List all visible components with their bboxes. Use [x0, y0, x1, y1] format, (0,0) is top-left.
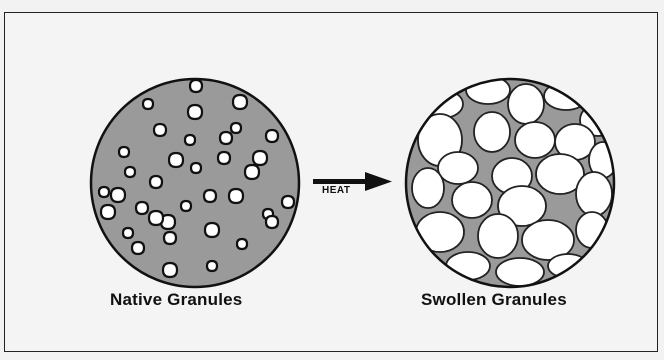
native-granule — [99, 187, 109, 197]
native-granule — [132, 242, 144, 254]
native-granule — [282, 196, 294, 208]
swollen-granule — [412, 168, 444, 208]
native-granule — [169, 153, 183, 167]
native-granule — [231, 123, 241, 133]
native-granule — [253, 151, 267, 165]
native-granule — [143, 99, 153, 109]
native-granule — [204, 190, 216, 202]
native-granule — [181, 201, 191, 211]
swollen-granules-circle — [406, 76, 617, 287]
native-granule — [136, 202, 148, 214]
native-granule — [125, 167, 135, 177]
swollen-granule — [410, 258, 438, 278]
native-granule — [266, 130, 278, 142]
swollen-granule — [416, 212, 464, 252]
native-granule — [119, 147, 129, 157]
native-granule — [101, 205, 115, 219]
swollen-granule — [576, 172, 612, 216]
swollen-granule — [496, 258, 544, 286]
heat-label: HEAT — [322, 185, 350, 196]
native-granule — [207, 261, 217, 271]
native-granule — [233, 95, 247, 109]
native-granule — [150, 176, 162, 188]
native-granule — [154, 124, 166, 136]
native-granule — [188, 105, 202, 119]
swollen-granule — [474, 112, 510, 152]
native-granule — [149, 211, 163, 225]
native-granule — [190, 80, 202, 92]
native-granule — [111, 188, 125, 202]
swollen-granule — [478, 214, 518, 258]
native-granule — [205, 223, 219, 237]
native-granules-caption: Native Granules — [110, 290, 242, 310]
native-granule — [164, 232, 176, 244]
swollen-granule — [446, 252, 490, 280]
native-granule — [229, 189, 243, 203]
native-granule — [245, 165, 259, 179]
swollen-granules-caption: Swollen Granules — [421, 290, 567, 310]
native-granule — [123, 228, 133, 238]
native-granule — [218, 152, 230, 164]
swollen-granule — [452, 182, 492, 218]
swollen-granule — [508, 84, 544, 124]
swollen-granule — [438, 152, 478, 184]
native-granule — [237, 239, 247, 249]
native-granule — [266, 216, 278, 228]
native-granule — [185, 135, 195, 145]
native-granule — [191, 163, 201, 173]
swollen-granule — [515, 122, 555, 158]
native-granule — [220, 132, 232, 144]
native-granule — [163, 263, 177, 277]
